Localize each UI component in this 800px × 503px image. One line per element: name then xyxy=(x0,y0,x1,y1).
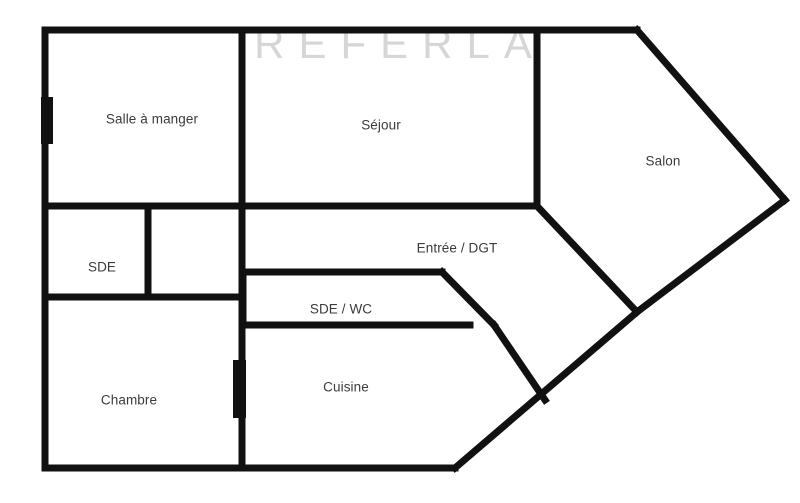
walls-group xyxy=(41,25,790,473)
doors-group xyxy=(41,97,246,418)
wall-diagonal-bottom-right xyxy=(450,307,642,473)
door-chambre-cuisine xyxy=(233,360,246,418)
wall-diagonal-upper-right xyxy=(632,25,790,205)
door-salle-a-manger xyxy=(41,97,53,144)
wall-entree-salon-diagonal xyxy=(532,201,642,317)
wall-cuisine-diagonal xyxy=(489,320,550,405)
wall-diagonal-lower-right xyxy=(632,195,790,317)
wall-sdewc-diagonal xyxy=(437,267,499,330)
